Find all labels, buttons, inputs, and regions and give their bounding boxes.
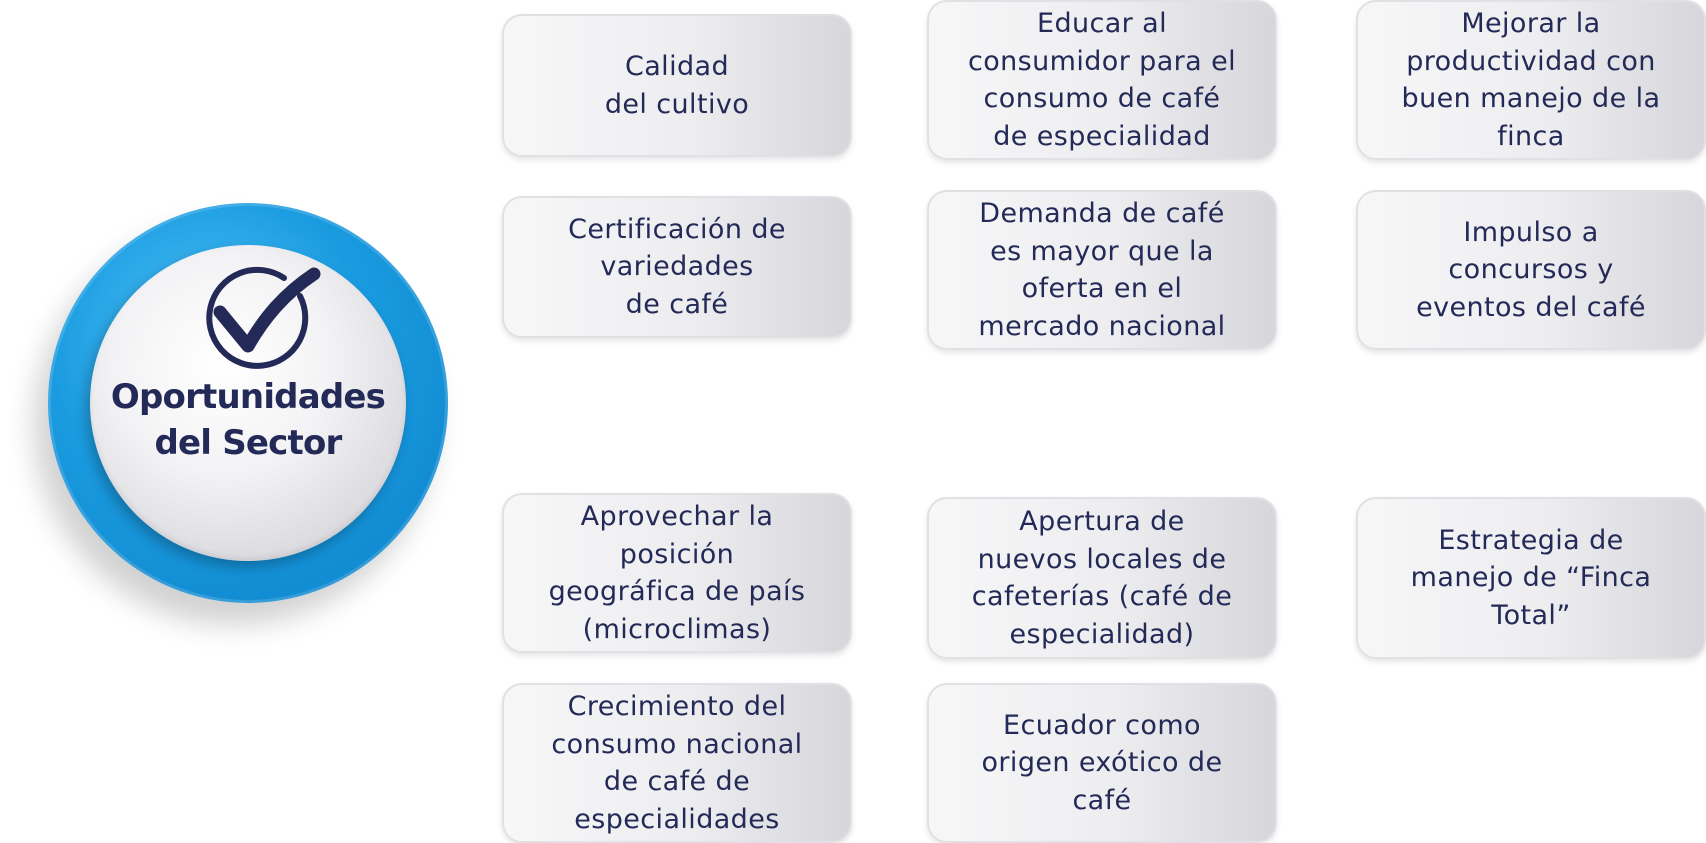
check-icon	[192, 266, 322, 382]
card-ecuador: Ecuador como origen exótico de café	[927, 683, 1277, 843]
card-educar-text: Educar al consumidor para el consumo de …	[967, 8, 1237, 152]
card-certificacion-text: Certificación de variedades de café	[568, 213, 786, 320]
card-impulso-text: Impulso a concursos y eventos del café	[1416, 216, 1646, 323]
card-apertura: Apertura de nuevos locales de cafeterías…	[927, 497, 1277, 659]
card-mejorar-text: Mejorar la productividad con buen manejo…	[1401, 8, 1661, 152]
badge-title: Oportunidades del Sector	[90, 374, 406, 466]
card-certificacion: Certificación de variedades de café	[502, 196, 852, 338]
card-crecimiento: Crecimiento del consumo nacional de café…	[502, 683, 852, 843]
badge-title-line2: del Sector	[154, 423, 343, 463]
card-aprovechar-text: Aprovechar la posición geográfica de paí…	[548, 501, 806, 645]
card-mejorar: Mejorar la productividad con buen manejo…	[1356, 0, 1706, 160]
card-estrategia: Estrategia de manejo de “Finca Total”	[1356, 497, 1706, 659]
card-demanda-text: Demanda de café es mayor que la oferta e…	[978, 198, 1226, 342]
card-apertura-text: Apertura de nuevos locales de cafeterías…	[971, 506, 1233, 650]
card-estrategia-text: Estrategia de manejo de “Finca Total”	[1410, 524, 1652, 631]
card-calidad-text: Calidad del cultivo	[604, 51, 750, 120]
card-crecimiento-text: Crecimiento del consumo nacional de café…	[551, 691, 803, 835]
card-calidad: Calidad del cultivo	[502, 14, 852, 157]
card-ecuador-text: Ecuador como origen exótico de café	[981, 709, 1223, 816]
card-impulso: Impulso a concursos y eventos del café	[1356, 190, 1706, 350]
card-demanda: Demanda de café es mayor que la oferta e…	[927, 190, 1277, 350]
badge-title-line1: Oportunidades	[110, 377, 386, 417]
card-aprovechar: Aprovechar la posición geográfica de paí…	[502, 493, 852, 653]
card-educar: Educar al consumidor para el consumo de …	[927, 0, 1277, 160]
badge-disc	[90, 245, 406, 561]
